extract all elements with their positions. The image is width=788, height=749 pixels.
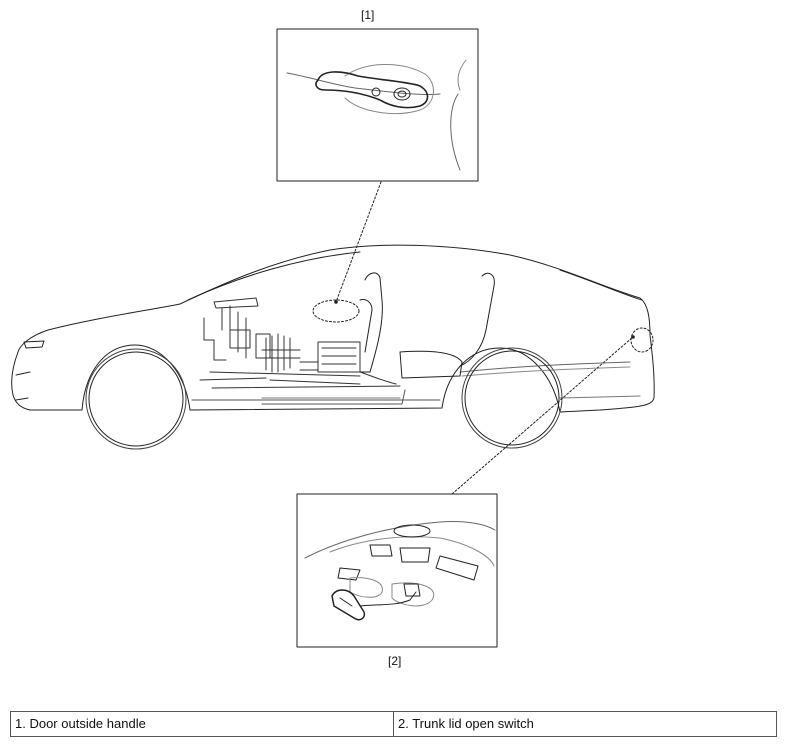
front-seat xyxy=(354,272,383,373)
callout-label-1: [1] xyxy=(361,8,375,22)
callout-label-2: [2] xyxy=(388,654,402,668)
legend-table: 1. Door outside handle 2. Trunk lid open… xyxy=(10,711,777,737)
callout-box-2 xyxy=(296,493,498,648)
target-dot-2 xyxy=(631,335,635,339)
rear-wheel xyxy=(461,347,563,449)
rear-seat xyxy=(399,272,495,379)
legend-item-2: 2. Trunk lid open switch xyxy=(393,712,776,736)
target-dot-1 xyxy=(334,300,338,304)
interior-wiring xyxy=(199,297,401,389)
front-wheel xyxy=(85,348,187,450)
car-body-outline xyxy=(11,244,655,413)
vehicle-diagram xyxy=(11,28,655,648)
callout-leader-lines xyxy=(312,181,654,495)
legend-item-1: 1. Door outside handle xyxy=(15,716,146,731)
callout-box-1 xyxy=(276,28,479,182)
